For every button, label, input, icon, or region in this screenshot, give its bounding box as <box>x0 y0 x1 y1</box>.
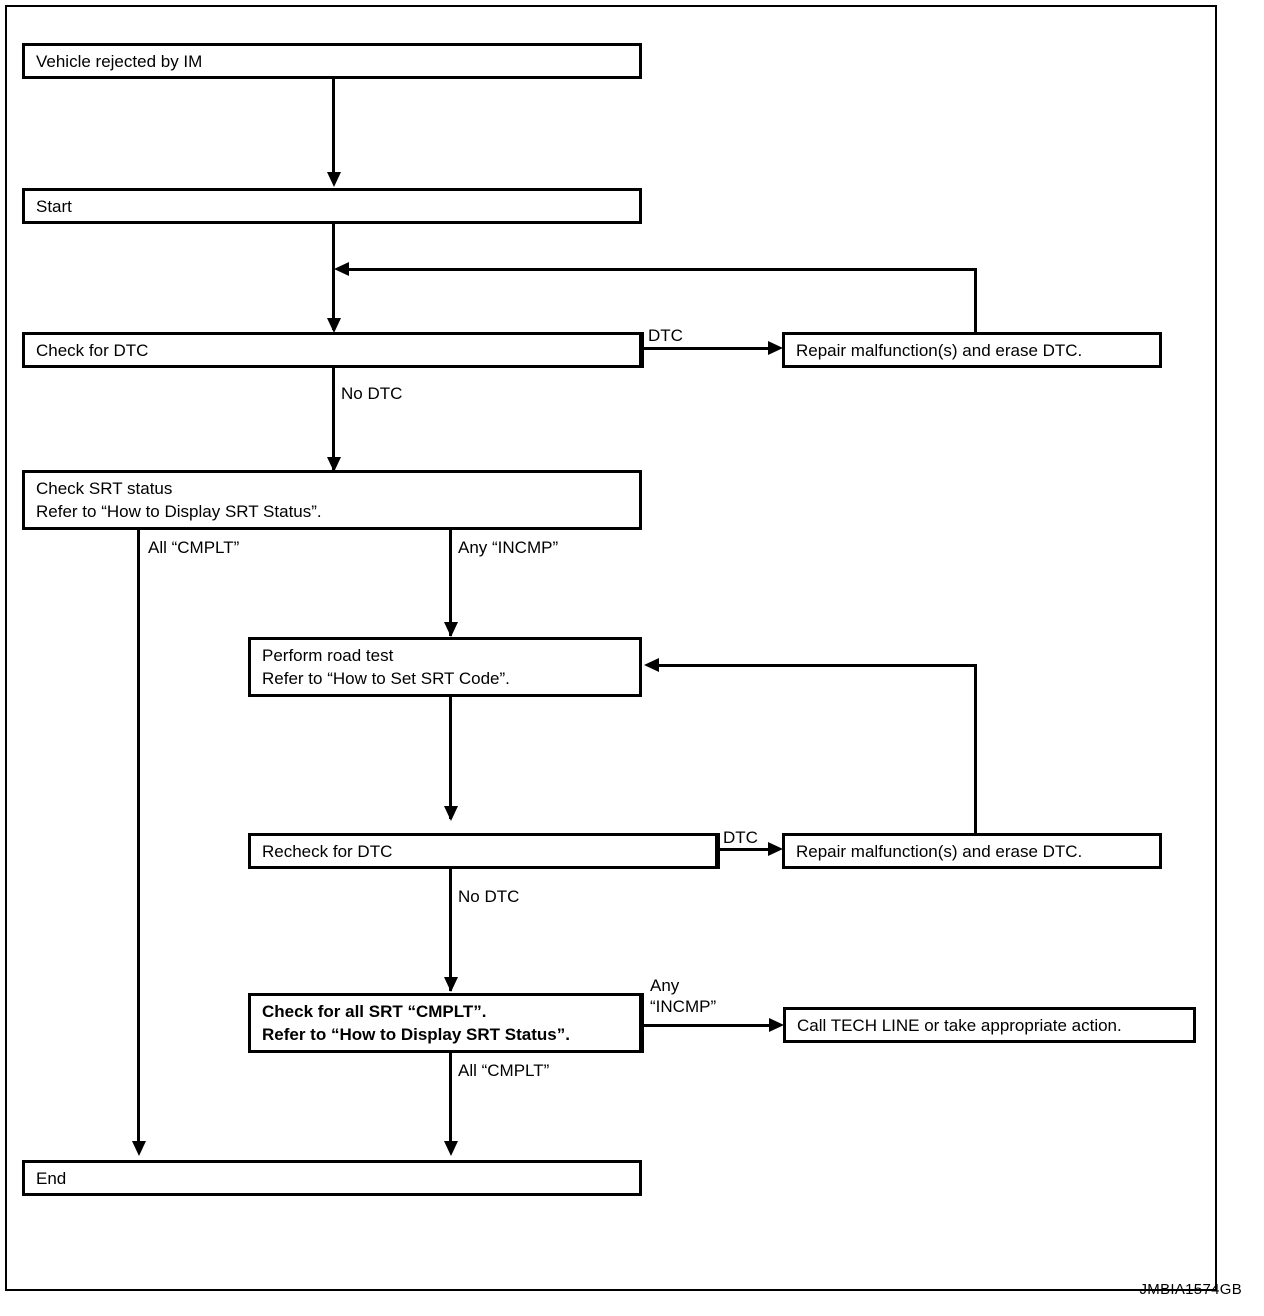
edge-check-all-srt-to-tech-line-stub <box>641 993 644 1053</box>
edge-recheck-dtc-to-repair2-stub <box>717 833 720 869</box>
edge-vehicle-to-start <box>332 79 335 177</box>
node-call-tech-line-line-1: Call TECH LINE or take appropriate actio… <box>797 1015 1122 1035</box>
edge-check-srt-all-cmplt-to-end <box>137 530 140 1150</box>
node-vehicle-rejected: Vehicle rejected by IM <box>22 43 642 79</box>
edge-label-any-incmp-1: Any “INCMP” <box>458 538 559 557</box>
node-start: Start <box>22 188 642 224</box>
edge-check-dtc-to-repair1-arrowhead-icon <box>768 341 783 355</box>
edge-label-all-cmplt-2: All “CMPLT” <box>458 1061 550 1080</box>
edge-repair1-feedback-horizontal <box>345 268 977 271</box>
edge-label-dtc-2: DTC <box>723 828 758 847</box>
edge-check-dtc-to-check-srt-arrowhead-icon <box>327 457 341 472</box>
edge-label-dtc-1: DTC <box>648 326 683 345</box>
edge-check-all-srt-to-end-arrowhead-icon <box>444 1141 458 1156</box>
edge-label-no-dtc-1: No DTC <box>341 384 403 403</box>
node-check-for-all-srt-line-2: Refer to “How to Display SRT Status”. <box>262 1025 570 1044</box>
edge-label-all-cmplt-1: All “CMPLT” <box>148 538 240 557</box>
edge-label-any-incmp-2-line-2: “INCMP” <box>650 997 717 1016</box>
node-check-srt-status-line-2: Refer to “How to Display SRT Status”. <box>36 502 322 521</box>
node-repair-malfunctions-1-line-1: Repair malfunction(s) and erase DTC. <box>796 340 1083 360</box>
edge-recheck-dtc-to-repair2 <box>717 848 771 851</box>
node-repair-malfunctions-2: Repair malfunction(s) and erase DTC. <box>782 833 1162 869</box>
node-recheck-for-dtc-line-1: Recheck for DTC <box>262 841 393 861</box>
node-end-line-1: End <box>36 1168 67 1188</box>
node-perform-road-test-line-1: Perform road test <box>262 646 394 665</box>
edge-label-any-incmp-2-line-1: Any <box>650 976 680 995</box>
node-check-for-dtc: Check for DTC <box>22 332 642 368</box>
edge-check-dtc-to-repair1 <box>641 347 771 350</box>
node-vehicle-rejected-line-1: Vehicle rejected by IM <box>36 51 203 71</box>
edge-road-test-to-recheck-dtc-arrowhead-icon <box>444 806 458 821</box>
edge-check-dtc-to-repair1-stub <box>641 332 644 368</box>
edge-repair1-feedback-arrowhead-icon <box>334 262 349 276</box>
edge-repair2-feedback-horizontal <box>658 664 977 667</box>
node-end: End <box>22 1160 642 1196</box>
edge-recheck-dtc-to-check-all-srt-arrowhead-icon <box>444 977 458 992</box>
node-start-line-1: Start <box>36 196 72 216</box>
figure-border <box>5 5 1217 1291</box>
edge-label-no-dtc-2: No DTC <box>458 887 520 906</box>
node-check-srt-status: Check SRT status Refer to “How to Displa… <box>22 470 642 530</box>
node-perform-road-test: Perform road test Refer to “How to Set S… <box>248 637 642 697</box>
node-recheck-for-dtc: Recheck for DTC <box>248 833 718 869</box>
node-perform-road-test-line-2: Refer to “How to Set SRT Code”. <box>262 669 510 688</box>
node-repair-malfunctions-1: Repair malfunction(s) and erase DTC. <box>782 332 1162 368</box>
edge-check-srt-all-cmplt-arrowhead-icon <box>132 1141 146 1156</box>
edge-repair2-feedback-arrowhead-icon <box>644 658 659 672</box>
edge-check-all-srt-to-end <box>449 1053 452 1150</box>
edge-start-to-check-dtc <box>332 224 335 330</box>
node-call-tech-line: Call TECH LINE or take appropriate actio… <box>783 1007 1196 1043</box>
edge-repair1-feedback-vertical <box>974 268 977 336</box>
edge-vehicle-to-start-arrowhead-icon <box>327 172 341 187</box>
edge-check-all-srt-to-tech-line-arrowhead-icon <box>769 1018 784 1032</box>
figure-id-label: JMBIA1574GB <box>1139 1281 1242 1298</box>
edge-recheck-dtc-to-repair2-arrowhead-icon <box>768 842 783 856</box>
node-repair-malfunctions-2-line-1: Repair malfunction(s) and erase DTC. <box>796 841 1083 861</box>
edge-start-to-check-dtc-arrowhead-icon <box>327 318 341 333</box>
node-check-srt-status-line-1: Check SRT status <box>36 479 173 498</box>
edge-check-srt-any-incmp-arrowhead-icon <box>444 622 458 637</box>
node-check-for-all-srt-line-1: Check for all SRT “CMPLT”. <box>262 1002 487 1021</box>
edge-repair2-feedback-vertical <box>974 664 977 836</box>
edge-check-dtc-to-check-srt <box>332 368 335 472</box>
node-check-for-all-srt: Check for all SRT “CMPLT”. Refer to “How… <box>248 993 642 1053</box>
edge-label-any-incmp-2: Any “INCMP” <box>650 975 716 1017</box>
edge-road-test-to-recheck-dtc <box>449 697 452 819</box>
edge-recheck-dtc-to-check-all-srt <box>449 869 452 991</box>
edge-check-srt-any-incmp-to-road-test <box>449 530 452 636</box>
node-check-for-dtc-line-1: Check for DTC <box>36 340 149 360</box>
edge-check-all-srt-to-tech-line <box>641 1024 772 1027</box>
